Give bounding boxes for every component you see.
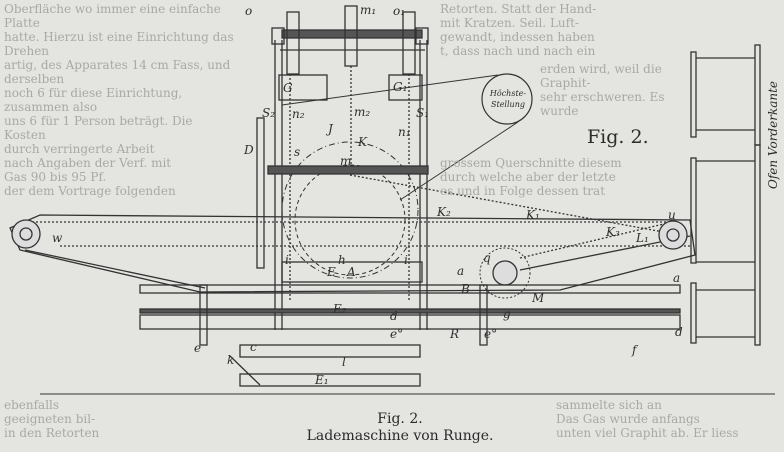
ghost-line: der dem Vortrage folgenden [4,184,176,198]
label-E: E [326,265,336,279]
label-G: G [283,81,293,95]
oven-front [690,44,761,346]
left-roller [11,219,41,249]
ghost-line: sehr erschweren. Es wurde [540,90,665,118]
drive-roller [492,260,518,286]
inset-label: Höchste- Stellung [488,88,528,110]
label-e: e [194,341,201,355]
counterweight-G [278,74,328,101]
ghost-line: nach Angaben der Verf. mit [4,156,172,170]
ghost-line: grossem Querschnitte diesem [440,156,622,170]
bleed-through-middle-column-b: ebenfalls geeigneten bil- in den Retorte… [4,398,244,440]
loading-boom [9,214,696,293]
label-m1: m₁ [360,3,376,17]
label-M: M [531,291,545,305]
label-E2: E₂ [332,302,347,316]
label-G1: G₁ [393,80,407,94]
label-m2: m₂ [354,105,370,119]
label-L1: L₁ [635,231,649,245]
bleed-through-middle-column-c: sammelte sich an Das Gas wurde anfangs u… [556,398,782,440]
label-a2: a [673,271,680,285]
label-e1: e° [390,327,403,341]
ghost-line: mit Kratzen. Seil. Luft- [440,16,579,30]
label-d: d [390,309,398,323]
ghost-line: Das Gas wurde anfangs [556,412,700,426]
label-h: h [338,253,346,267]
label-m: m [340,154,351,168]
figure-side-label: Fig. 2. [587,126,649,148]
label-K: K [357,135,368,149]
oven-front-label: Ofen Vorderkante [766,80,780,190]
middle-shaft [267,165,429,175]
inset-label-line1: Höchste- [489,89,527,98]
ghost-line: durch verringerte Arbeit [4,142,155,156]
label-e2: e° [484,327,497,341]
label-J: J [325,122,334,136]
label-k: k [227,353,234,367]
inset-circle-highest-position [481,73,533,125]
label-K1: K₁ [525,208,540,222]
label-E1: E₁ [314,373,329,387]
label-u: u [668,208,676,222]
bleed-through-right-column-b: erden wird, weil die Graphit- sehr ersch… [540,62,685,118]
label-A: A [346,265,356,279]
ghost-line: ebenfalls [4,398,60,412]
ghost-line: t, dass nach und nach ein [440,44,596,58]
label-K3: K₃ [605,225,620,239]
ghost-line: gewandt, indessen haben [440,30,595,44]
label-S2: S₂ [262,106,275,120]
label-i2: i [404,253,408,267]
label-w: w [52,231,63,245]
ghost-line: Oberfläche wo immer eine einfache Platte [4,2,221,30]
swing-arc [281,141,419,279]
label-s: s [294,145,300,159]
ghost-line: unten viel Graphit ab. Er liess [556,426,739,440]
ghost-line: artig, des Apparates 14 cm Fass, und der… [4,58,231,86]
label-q: q [483,251,491,265]
ghost-line: noch 6 für diese Einrichtung, zusammen a… [4,86,183,114]
ghost-line: durch welche aber der letzte [440,170,616,184]
label-d2: d [675,325,683,339]
label-i: i [285,253,289,267]
ghost-line: uns 6 für 1 Person beträgt. Die Kosten [4,114,193,142]
label-n2: n₂ [292,107,305,121]
label-B: B [460,282,470,296]
figure-number: Fig. 2. [377,411,423,427]
label-S1: S₁ [416,106,429,120]
bleed-through-right-column-c: grossem Querschnitte diesem durch welche… [440,156,685,198]
label-o1: o₁ [393,4,405,18]
label-g: g [503,307,511,321]
bleed-through-right-column-a: Retorten. Statt der Hand- mit Kratzen. S… [440,2,685,58]
label-c: c [250,340,257,354]
ghost-line: in den Retorten [4,426,100,440]
ghost-line: hatte. Hierzu ist eine Einrichtung das D… [4,30,234,58]
label-D: D [243,143,254,157]
label-f: f [631,343,639,357]
ghost-line: Gas 90 bis 95 Pf. [4,170,107,184]
ghost-line: sammelte sich an [556,398,662,412]
inset-label-line2: Stellung [491,100,525,109]
ghost-line: Retorten. Statt der Hand- [440,2,597,16]
label-n1: n₁ [398,125,411,139]
figure-caption: Lademaschine von Runge. [306,428,494,444]
label-K2: K₂ [436,205,451,219]
ghost-line: es und in Folge dessen trat [440,184,606,198]
label-a: a [457,264,464,278]
label-o: o [245,4,252,18]
right-roller [658,220,688,250]
counterweight-G1 [388,74,423,101]
carriage [139,261,681,387]
ghost-line: geeigneten bil- [4,412,96,426]
label-R: R [449,327,459,341]
label-l: l [342,355,346,369]
bleed-through-middle-column-a: Oberfläche wo immer eine einfache Platte… [4,2,238,198]
ghost-line: erden wird, weil die Graphit- [540,62,662,90]
